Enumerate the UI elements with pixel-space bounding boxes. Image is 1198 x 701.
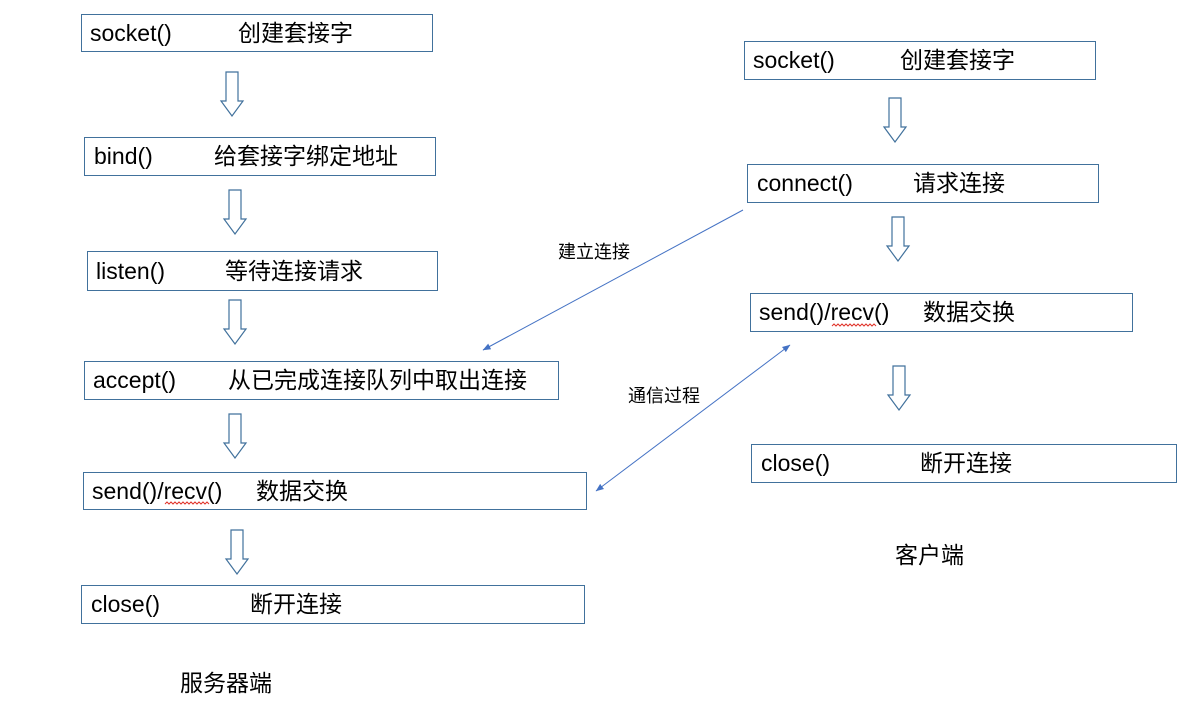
flow-arrow [222, 413, 248, 460]
step-function: accept() [93, 367, 177, 393]
spellcheck-underline [831, 323, 877, 327]
step-description: 给套接字绑定地址 [214, 143, 398, 169]
communication-label: 通信过程 [628, 386, 700, 406]
client-label: 客户端 [895, 542, 964, 568]
step-function: send()/recv() [92, 478, 223, 504]
step-description: 数据交换 [256, 478, 348, 504]
step-description: 从已完成连接队列中取出连接 [228, 367, 527, 393]
step-function: close() [91, 591, 161, 617]
step-function: socket() [753, 47, 835, 73]
flow-arrow [219, 71, 245, 118]
step-description: 断开连接 [920, 450, 1012, 476]
step-description: 等待连接请求 [225, 258, 363, 284]
step-function: send()/recv() [759, 299, 890, 325]
server-step-bind: bind() 给套接字绑定地址 [84, 137, 436, 176]
client-step-send-recv: send()/recv() 数据交换 [750, 293, 1133, 332]
server-step-accept: accept() 从已完成连接队列中取出连接 [84, 361, 559, 400]
step-function: socket() [90, 20, 172, 46]
step-function: listen() [96, 258, 166, 284]
spellcheck-underline [164, 501, 210, 505]
step-function: close() [761, 450, 831, 476]
server-step-send-recv: send()/recv() 数据交换 [83, 472, 587, 510]
establish-connection-label: 建立连接 [558, 242, 630, 262]
client-step-connect: connect() 请求连接 [747, 164, 1099, 203]
step-function: bind() [94, 143, 153, 169]
establish-connection-arrow [482, 209, 744, 351]
server-step-close: close() 断开连接 [81, 585, 585, 624]
server-step-listen: listen() 等待连接请求 [87, 251, 438, 291]
server-step-socket: socket() 创建套接字 [81, 14, 433, 52]
flow-arrow [886, 365, 912, 412]
step-description: 请求连接 [913, 170, 1005, 196]
flow-arrow [885, 216, 911, 263]
flow-arrow [224, 529, 250, 576]
flow-arrow [222, 299, 248, 346]
client-step-socket: socket() 创建套接字 [744, 41, 1096, 80]
step-description: 断开连接 [250, 591, 342, 617]
step-function: connect() [757, 170, 853, 196]
flow-arrow [882, 97, 908, 144]
step-description: 创建套接字 [238, 20, 353, 46]
step-description: 创建套接字 [900, 47, 1015, 73]
flow-arrow [222, 189, 248, 236]
client-step-close: close() 断开连接 [751, 444, 1177, 483]
step-description: 数据交换 [923, 299, 1015, 325]
server-label: 服务器端 [180, 670, 272, 696]
